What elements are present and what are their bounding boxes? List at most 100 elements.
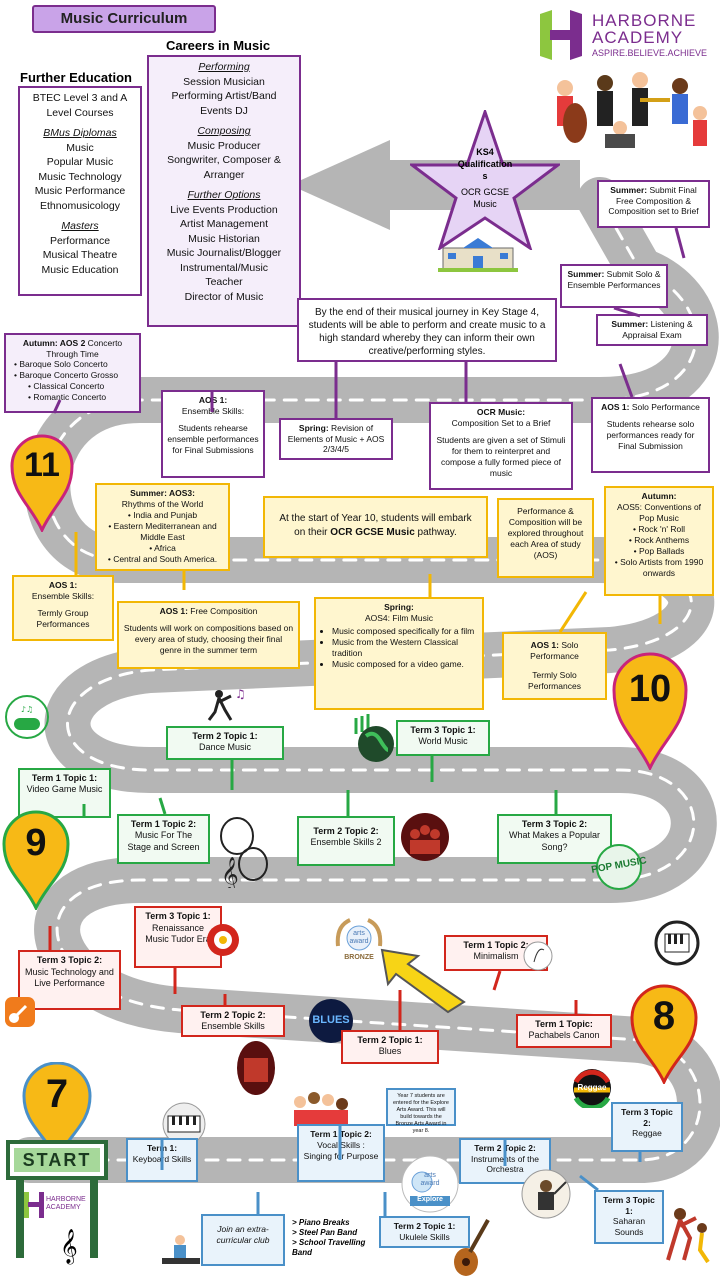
logo-motto: ASPIRE.BELIEVE.ACHIEVE — [592, 48, 708, 58]
careers-performing-heading: Performing — [198, 61, 250, 73]
band-illustration — [545, 68, 715, 153]
fe-masters-2: Musical Theatre — [42, 249, 118, 261]
y7-term1-box: Term 1:Keyboard Skills — [126, 1138, 198, 1182]
career-item: Songwriter, Composer & — [167, 154, 281, 166]
fe-btec-2: Level Courses — [46, 106, 114, 119]
ukulele-icon — [450, 1216, 494, 1278]
y11-autumn-concerto-box: Autumn: AOS 2 Concerto Through Time • Ba… — [4, 333, 141, 413]
y7-term3-topic2-box: Term 3 Topic 2:Reggae — [611, 1102, 683, 1152]
fe-bmus-5: Ethnomusicology — [40, 199, 120, 212]
career-item: Live Events Production — [170, 203, 278, 216]
year-11-pin: 11 — [10, 432, 74, 534]
career-item: Director of Music — [184, 290, 264, 303]
y10-start-box: At the start of Year 10, students will e… — [263, 496, 488, 558]
y8-term1-topic1-box: Term 1 Topic:Pachabels Canon — [516, 1014, 612, 1048]
svg-text:♪♫: ♪♫ — [21, 705, 33, 714]
fe-btec-1: BTEC Level 3 and A — [32, 92, 128, 104]
year-8-pin: 8 — [630, 984, 698, 1086]
african-dancers-icon — [662, 1204, 716, 1264]
world-music-globe-icon — [352, 712, 396, 764]
page-title: Music Curriculum — [32, 5, 216, 33]
fe-bmus-3: Music Technology — [38, 170, 122, 183]
conductor-icon — [520, 1168, 572, 1220]
reggae-logo: Reggae — [572, 1068, 612, 1108]
y10-aos5-box: Autumn:AOS5: Conventions of Pop Music • … — [604, 486, 714, 596]
year-9-pin: 9 — [2, 810, 70, 912]
treble-clef-icon: 𝄞 — [60, 1229, 78, 1264]
start-sign: START — [6, 1140, 108, 1260]
career-item: Music Producer — [187, 139, 261, 152]
y8-term2-topic2-box: Term 2 Topic 2:Ensemble Skills — [181, 1005, 285, 1037]
y7-club-box: Join an extra-curricular club — [201, 1214, 285, 1266]
y10-film-music-box: Spring:AOS4: Film Music Music composed s… — [314, 597, 484, 710]
y11-aos1-ensemble-box: AOS 1:Ensemble Skills:Students rehearse … — [161, 390, 265, 478]
list-item: Music composed for a video game. — [332, 659, 478, 670]
further-education-heading: Further Education — [20, 70, 132, 85]
video-game-icon: ♪♫ — [4, 694, 50, 740]
career-item: Teacher — [205, 276, 243, 288]
fe-bmus-2: Popular Music — [46, 156, 114, 168]
y11-spring-revision-box: Spring: Revision of Elements of Music + … — [279, 418, 393, 460]
career-item: Performing Artist/Band — [171, 90, 277, 102]
y8-term3-topic2-box: Term 3 Topic 2:Music Technology and Live… — [18, 950, 121, 1010]
club-item: > School Travelling Band — [292, 1238, 366, 1257]
fe-bmus-heading: BMus Diplomas — [43, 127, 117, 139]
fe-bmus-4: Music Performance — [34, 185, 126, 197]
y9-term1-topic2-box: Term 1 Topic 2:Music For The Stage and S… — [117, 814, 210, 864]
year-10-pin: 10 — [612, 652, 688, 772]
y7-term3-topic1-box: Term 3 Topic 1:Saharan Sounds — [594, 1190, 664, 1244]
club-item: > Steel Pan Band — [292, 1228, 358, 1237]
career-item: Music Historian — [188, 232, 260, 245]
piano-keys-icon — [654, 920, 700, 966]
y9-term3-topic2-box: Term 3 Topic 2:What Makes a Popular Song… — [497, 814, 612, 864]
careers-composing-heading: Composing — [197, 125, 251, 137]
y11-summer-solo-box: Summer: Submit Solo & Ensemble Performan… — [560, 264, 668, 308]
y11-summer-listening-box: Summer: Listening & Appraisal Exam — [596, 314, 708, 346]
ensemble-red-icon — [236, 1040, 276, 1096]
y10-film-list: Music composed specifically for a film M… — [320, 626, 478, 670]
year-7-pin: 7 — [22, 1061, 92, 1164]
y11-autumn-list: • Baroque Solo Concerto• Baroque Concert… — [14, 359, 119, 403]
keyboard-player-icon — [160, 1232, 202, 1272]
y7-term2-topic1-box: Term 2 Topic 1:Ukulele Skills — [379, 1216, 470, 1248]
y7-term1-topic2-box: Term 1 Topic 2:Vocal Skills : Singing fo… — [297, 1124, 385, 1182]
y10-aos1-ensemble-box: AOS 1:Ensemble Skills:Termly Group Perfo… — [12, 575, 114, 641]
career-item: Session Musician — [183, 75, 265, 88]
logo-h-icon — [536, 10, 586, 60]
y9-term3-topic1-box: Term 3 Topic 1:World Music — [396, 720, 490, 756]
fe-masters-1: Performance — [49, 234, 111, 247]
y11-summer-final-box: Summer: Submit Final Free Composition & … — [597, 180, 710, 228]
further-education-box: BTEC Level 3 and A Level Courses BMus Di… — [18, 86, 142, 296]
club-item: > Piano Breaks — [292, 1218, 350, 1227]
y10-aos3-box: Summer: AOS3:Rhythms of the World • Indi… — [95, 483, 230, 571]
list-item: Music composed specifically for a film — [332, 626, 478, 637]
career-item: Artist Management — [179, 218, 269, 230]
career-item: Arranger — [203, 168, 245, 181]
career-item: Instrumental/Music — [179, 261, 269, 274]
list-item: Music from the Western Classical traditi… — [332, 637, 478, 659]
stage-screen-masks-icon: 𝄞 — [215, 816, 271, 893]
fe-bmus-1: Music — [66, 141, 94, 154]
minimalism-music-icon — [522, 938, 554, 974]
careers-heading: Careers in Music — [166, 38, 271, 53]
y7-arts-award-note: Year 7 students are entered for the Expl… — [386, 1088, 456, 1134]
career-item: Music Journalist/Blogger — [166, 247, 282, 259]
svg-text:𝄞: 𝄞 — [221, 857, 239, 888]
y8-term2-topic1-box: Term 2 Topic 1:Blues — [341, 1030, 439, 1064]
choir-icon — [290, 1088, 350, 1128]
y9-term2-topic2-box: Term 2 Topic 2:Ensemble Skills 2 — [297, 816, 395, 866]
dance-icon: ♫ — [205, 686, 246, 722]
careers-box: Performing Session Musician Performing A… — [147, 55, 301, 327]
fe-masters-heading: Masters — [61, 220, 99, 232]
yellow-arrow-icon — [374, 944, 470, 1016]
school-building-icon — [438, 236, 518, 272]
road-arrow — [290, 140, 390, 230]
